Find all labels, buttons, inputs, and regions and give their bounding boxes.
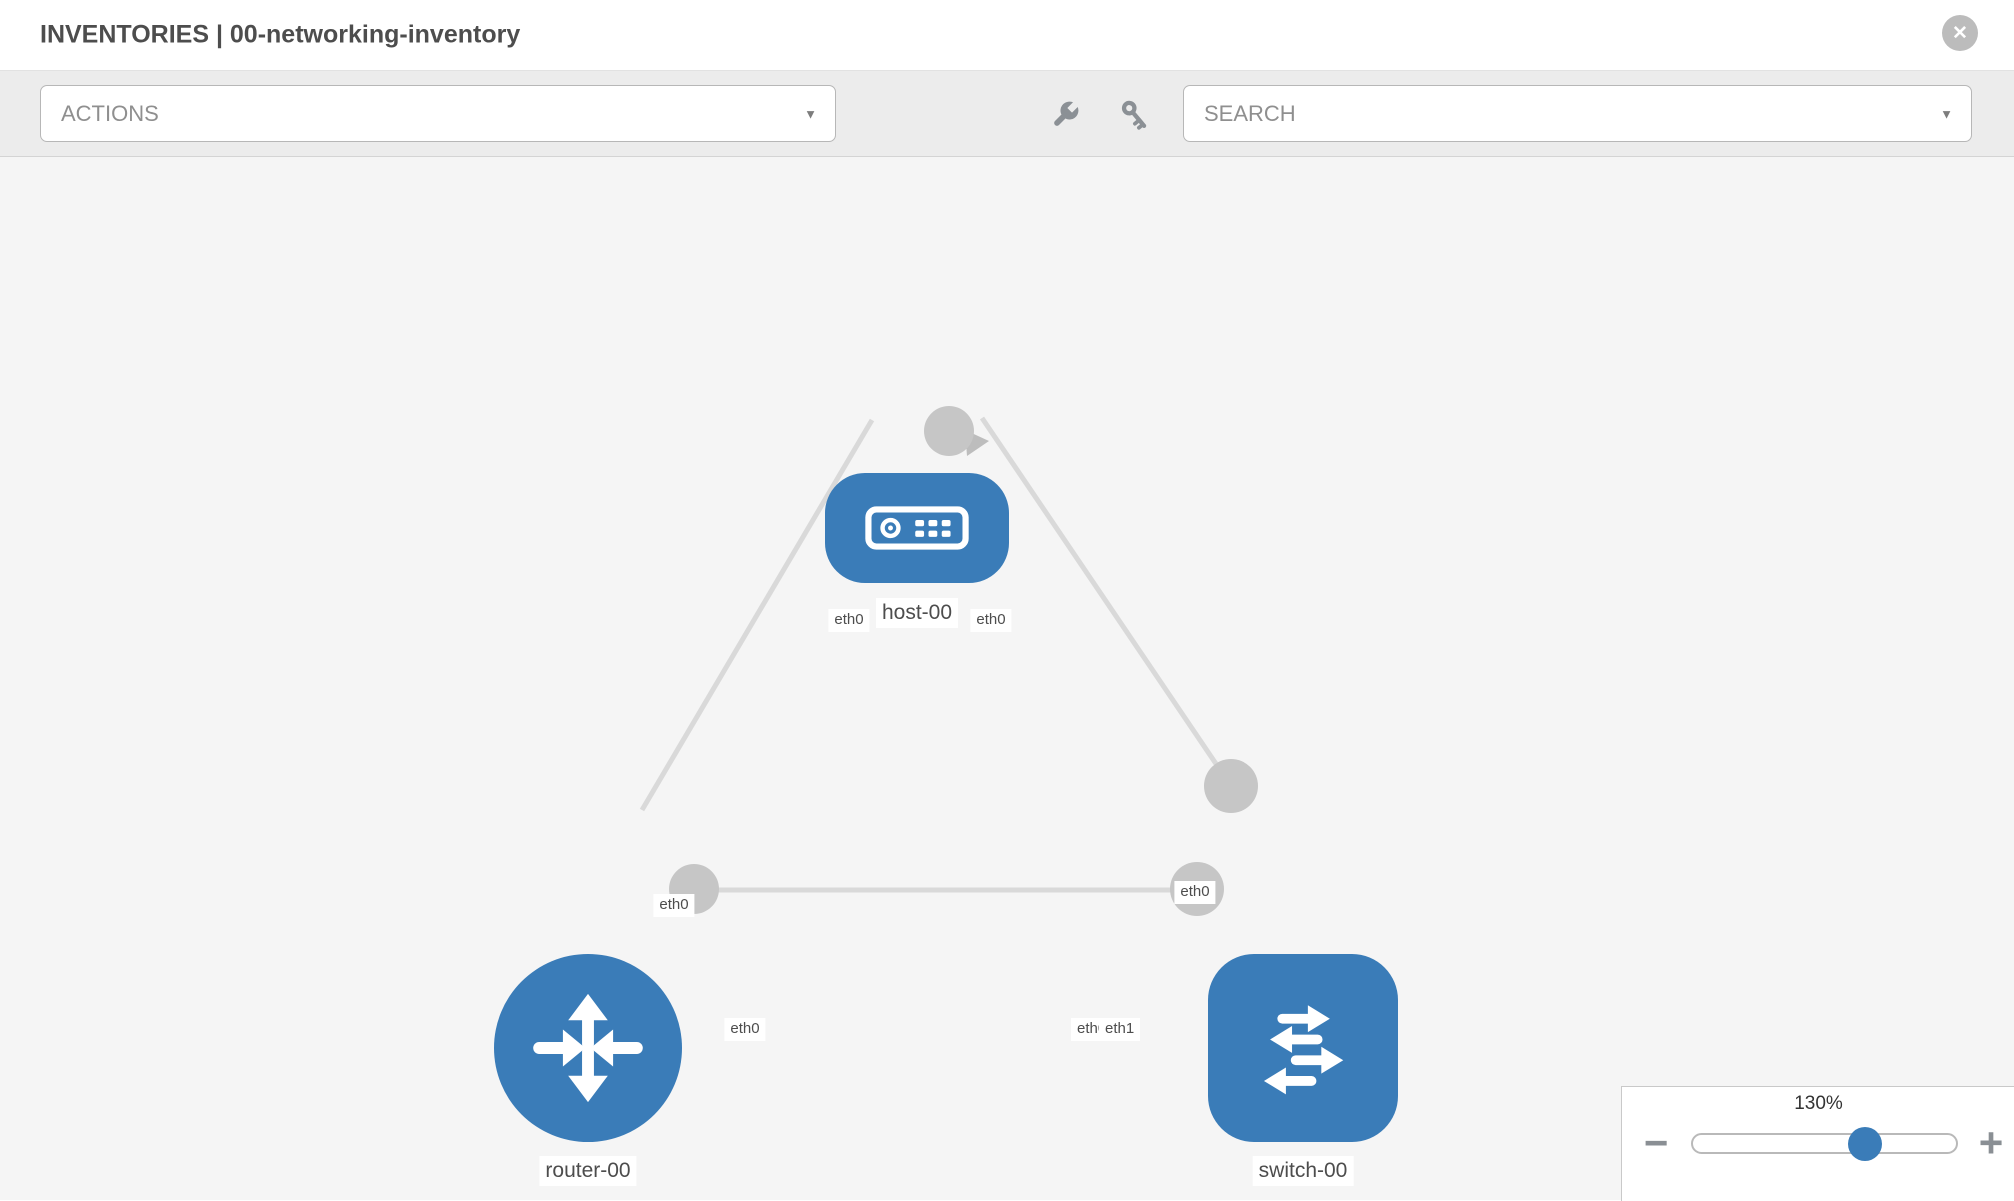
plus-icon: + — [1978, 1119, 2004, 1166]
credentials-button[interactable] — [1116, 96, 1154, 134]
toolbar: ACTIONS ▼ SEARCH ▼ — [0, 71, 2014, 157]
topology-links-layer — [639, 406, 1258, 916]
minus-icon: − — [1643, 1119, 1669, 1166]
link-host-switch[interactable] — [979, 416, 1234, 788]
node-switch-00[interactable] — [1208, 954, 1398, 1142]
key-icon — [1121, 100, 1147, 130]
iface-label-switch-host: eth0 — [1174, 881, 1216, 904]
actions-dropdown-label: ACTIONS — [61, 100, 159, 126]
header-bar: INVENTORIES | 00-networking-inventory ✕ — [0, 0, 2014, 71]
router-arrows-icon — [533, 993, 643, 1103]
configure-button[interactable] — [1046, 96, 1084, 134]
zoom-level: 130% — [1794, 1093, 1843, 1114]
zoom-slider-thumb[interactable] — [1848, 1127, 1882, 1161]
page-title: INVENTORIES | 00-networking-inventory — [40, 20, 521, 49]
close-icon: ✕ — [1952, 22, 1968, 44]
zoom-slider[interactable] — [1691, 1133, 1958, 1154]
port-host-eth — [924, 406, 974, 456]
node-label-host: host-00 — [875, 598, 959, 629]
node-host-00[interactable] — [825, 473, 1009, 583]
close-button[interactable]: ✕ — [1942, 15, 1978, 51]
link-host-router[interactable] — [639, 418, 875, 812]
switch-arrows-icon — [1263, 1005, 1344, 1095]
search-dropdown-label: SEARCH — [1204, 100, 1296, 126]
search-dropdown[interactable]: SEARCH ▼ — [1183, 85, 1972, 142]
iface-label-router-switch: eth0 — [724, 1018, 766, 1041]
actions-dropdown[interactable]: ACTIONS ▼ — [40, 85, 836, 142]
iface-label-host-left: eth0 — [828, 609, 870, 632]
zoom-out-button[interactable]: − — [1638, 1119, 1674, 1166]
topology-canvas[interactable]: host-00 eth0 eth0 router-00 eth0 eth0 sw… — [0, 157, 2014, 1200]
node-label-switch: switch-00 — [1252, 1156, 1354, 1187]
chevron-down-icon: ▼ — [804, 106, 817, 121]
node-label-router: router-00 — [539, 1156, 637, 1187]
zoom-panel: 130% − + — [1621, 1086, 2014, 1201]
wrench-icon — [1054, 101, 1079, 126]
zoom-in-button[interactable]: + — [1973, 1119, 2009, 1166]
iface-label-switch-front: eth1 — [1099, 1018, 1141, 1041]
node-router-00[interactable] — [494, 954, 682, 1142]
port-switch-eth0 — [1204, 759, 1258, 813]
iface-label-router-host: eth0 — [653, 894, 695, 917]
iface-label-host-right: eth0 — [970, 609, 1012, 632]
chevron-down-icon: ▼ — [1940, 106, 1953, 121]
server-icon — [865, 506, 969, 550]
